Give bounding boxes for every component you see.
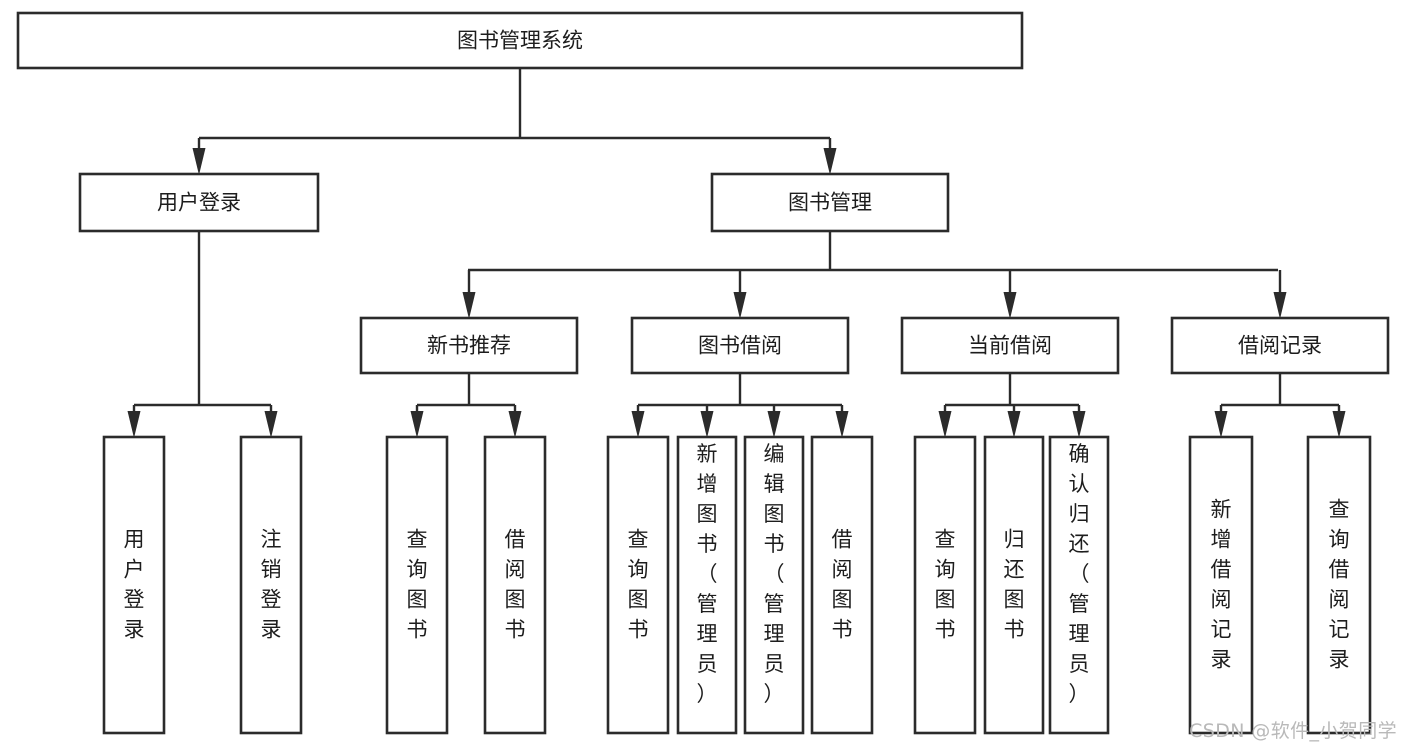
watermark-label: CSDN @软件_小贺同学: [1189, 720, 1397, 742]
node-label: 当前借阅: [968, 334, 1052, 358]
node-label: 查询图书: [628, 528, 649, 642]
edge-book-borrow-to-leaf-add-book-admin: [700, 405, 714, 438]
edge-book-borrow-to-leaf-borrow-book: [835, 405, 849, 438]
node-label: 查询借阅记录: [1329, 498, 1350, 672]
nodes-layer: 图书管理系统用户登录图书管理新书推荐图书借阅当前借阅借阅记录用户登录注销登录查询…: [16, 11, 1390, 735]
edge-book-management-to-new-book-recommend: [462, 270, 476, 319]
node-book-borrow[interactable]: 图书借阅: [630, 316, 850, 375]
edge-current-borrow-to-leaf-confirm-return-admin: [1072, 405, 1086, 438]
node-book-management[interactable]: 图书管理: [710, 172, 950, 233]
edge-book-management-to-current-borrow: [1003, 270, 1017, 319]
node-label: 新书推荐: [427, 334, 511, 358]
node-label: 新增借阅记录: [1211, 498, 1232, 672]
edge-root-to-book-management: [823, 138, 837, 175]
node-label: 图书借阅: [698, 334, 782, 358]
node-leaf-confirm-return-admin[interactable]: 确认归还（管理员）: [1048, 435, 1110, 735]
node-label: 借阅图书: [505, 528, 526, 642]
node-root[interactable]: 图书管理系统: [16, 11, 1024, 70]
node-label: 新增图书（管理员）: [697, 442, 718, 706]
edge-borrow-record-to-leaf-add-borrow-record: [1214, 405, 1228, 438]
node-leaf-query-book-borrow[interactable]: 查询图书: [606, 435, 670, 735]
connector-bus-new-book-recommend: [417, 373, 515, 407]
node-label: 用户登录: [157, 191, 241, 215]
node-label: 借阅图书: [832, 528, 853, 642]
node-label: 借阅记录: [1238, 334, 1322, 358]
node-borrow-record[interactable]: 借阅记录: [1170, 316, 1390, 375]
edge-book-borrow-to-leaf-query-book-borrow: [631, 405, 645, 438]
connectors-layer: [127, 68, 1346, 438]
edge-root-to-user-login: [192, 138, 206, 175]
connector-bus-root: [199, 68, 830, 140]
node-leaf-borrow-book[interactable]: 借阅图书: [810, 435, 874, 735]
node-leaf-logout-login[interactable]: 注销登录: [239, 435, 303, 735]
node-label: 查询图书: [935, 528, 956, 642]
node-label: 图书管理系统: [457, 29, 583, 53]
edge-book-borrow-to-leaf-edit-book-admin: [767, 405, 781, 438]
node-label: 注销登录: [261, 528, 282, 642]
edge-book-management-to-book-borrow: [733, 270, 747, 319]
node-label: 用户登录: [124, 528, 145, 642]
connector-bus-book-management: [468, 231, 1278, 272]
connector-bus-borrow-record: [1221, 373, 1339, 407]
edge-user-login-to-leaf-user-login: [127, 405, 141, 438]
node-label: 归还图书: [1004, 528, 1025, 642]
node-leaf-edit-book-admin[interactable]: 编辑图书（管理员）: [743, 435, 805, 735]
connector-bus-user-login: [134, 231, 271, 407]
node-leaf-user-login[interactable]: 用户登录: [102, 435, 166, 735]
node-current-borrow[interactable]: 当前借阅: [900, 316, 1120, 375]
connector-bus-current-borrow: [945, 373, 1079, 407]
node-leaf-query-borrow-record[interactable]: 查询借阅记录: [1306, 435, 1372, 735]
edge-current-borrow-to-leaf-query-book-current: [938, 405, 952, 438]
node-leaf-add-book-admin[interactable]: 新增图书（管理员）: [676, 435, 738, 735]
node-leaf-query-book-current[interactable]: 查询图书: [913, 435, 977, 735]
connector-bus-book-borrow: [638, 373, 842, 407]
edge-book-management-to-borrow-record: [1273, 270, 1287, 319]
node-leaf-add-borrow-record[interactable]: 新增借阅记录: [1188, 435, 1254, 735]
node-label: 确认归还（管理员）: [1069, 442, 1090, 706]
edge-new-book-recommend-to-leaf-borrow-book-recommend: [508, 405, 522, 438]
edge-borrow-record-to-leaf-query-borrow-record: [1332, 405, 1346, 438]
node-label: 查询图书: [407, 528, 428, 642]
node-user-login[interactable]: 用户登录: [78, 172, 320, 233]
node-label: 编辑图书（管理员）: [764, 442, 785, 706]
edge-new-book-recommend-to-leaf-query-book-recommend: [410, 405, 424, 438]
edge-current-borrow-to-leaf-return-book: [1007, 405, 1021, 438]
node-leaf-return-book[interactable]: 归还图书: [983, 435, 1045, 735]
node-leaf-borrow-book-recommend[interactable]: 借阅图书: [483, 435, 547, 735]
edge-user-login-to-leaf-logout-login: [264, 405, 278, 438]
node-label: 图书管理: [788, 191, 872, 215]
node-leaf-query-book-recommend[interactable]: 查询图书: [385, 435, 449, 735]
node-new-book-recommend[interactable]: 新书推荐: [359, 316, 579, 375]
